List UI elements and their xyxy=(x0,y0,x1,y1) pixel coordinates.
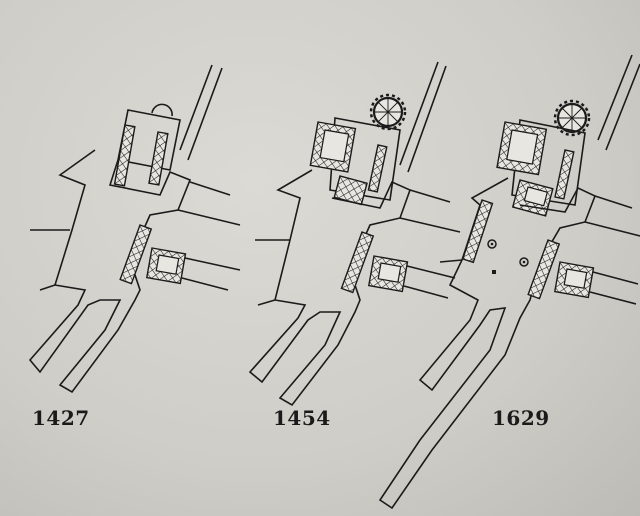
side-street xyxy=(399,189,461,233)
column-marker xyxy=(492,270,496,274)
colonnade xyxy=(554,149,575,200)
piazza-outline xyxy=(28,149,192,394)
loggia xyxy=(119,224,153,285)
colonnade xyxy=(367,144,388,193)
year-label-1454: 1454 xyxy=(273,406,331,430)
loggia-west xyxy=(461,199,494,264)
rotunda-radials xyxy=(374,98,402,126)
fountain-marker xyxy=(487,239,497,249)
street-wall xyxy=(597,54,640,151)
street-wall xyxy=(399,61,447,173)
rotunda-radials xyxy=(558,104,586,132)
loggia xyxy=(340,231,375,294)
side-street xyxy=(181,257,241,291)
street-wall xyxy=(179,64,223,161)
plan-1427 xyxy=(28,64,241,394)
loggia xyxy=(527,239,561,300)
side-street xyxy=(439,259,463,263)
colonnade xyxy=(148,131,169,186)
colonnade xyxy=(113,124,136,187)
piazza-outline xyxy=(378,177,597,510)
side-street xyxy=(30,229,70,291)
year-label-1629: 1629 xyxy=(492,406,550,430)
side-street xyxy=(177,181,241,226)
plan-1454 xyxy=(248,61,461,407)
year-label-1427: 1427 xyxy=(32,406,90,430)
chapel-apse xyxy=(151,103,173,117)
side-street xyxy=(584,195,640,237)
plan-1629 xyxy=(378,54,640,510)
fountain-marker xyxy=(519,257,529,267)
side-street xyxy=(403,265,456,299)
side-street xyxy=(589,271,639,305)
side-street xyxy=(255,239,290,306)
